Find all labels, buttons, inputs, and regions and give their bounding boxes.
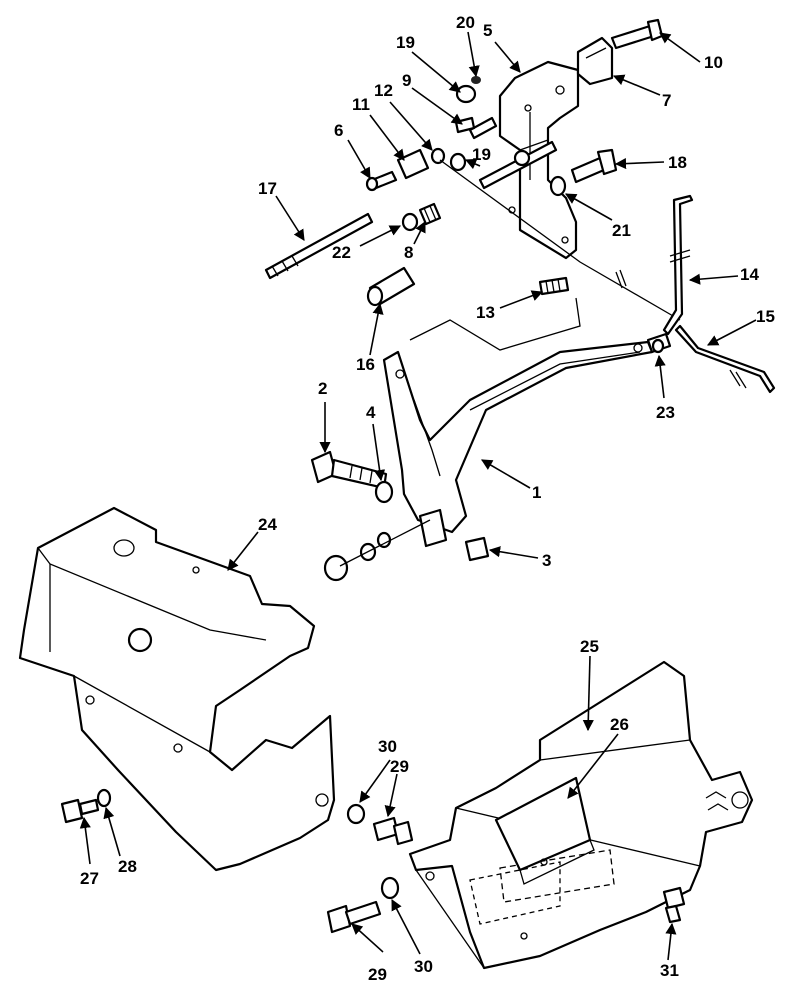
callout-23: 23: [656, 403, 675, 422]
leader-lines: [79, 31, 757, 961]
spring-clip: [576, 36, 614, 86]
callout-15: 15: [756, 307, 775, 326]
callout-30b: 30: [414, 957, 433, 976]
callout-1: 1: [532, 483, 541, 502]
callout-29b: 29: [368, 965, 387, 984]
callout-30a: 30: [378, 737, 397, 756]
callout-29a: 29: [390, 757, 409, 776]
callout-labels: 1 2 3 4 5 6 7 8 9 10 11 12 13 14 15 16 1…: [80, 13, 775, 984]
callout-3: 3: [542, 551, 551, 570]
pivot-shaft: [468, 116, 558, 190]
callout-27: 27: [80, 869, 99, 888]
callout-19b: 19: [472, 145, 491, 164]
callout-25: 25: [580, 637, 599, 656]
link-rod: [439, 159, 681, 321]
callout-18: 18: [668, 153, 687, 172]
callout-22: 22: [332, 243, 351, 262]
callout-13: 13: [476, 303, 495, 322]
callout-10: 10: [704, 53, 723, 72]
callout-12: 12: [374, 81, 393, 100]
callout-7: 7: [662, 91, 671, 110]
main-lever: [382, 297, 654, 548]
callout-28: 28: [118, 857, 137, 876]
callout-31: 31: [660, 961, 679, 980]
bolt-27: [60, 788, 112, 824]
callout-2: 2: [318, 379, 327, 398]
callout-9: 9: [402, 71, 411, 90]
bolt-31: [662, 886, 686, 924]
threaded-rod: [264, 212, 374, 280]
rod-fitting: [646, 332, 672, 354]
callout-6: 6: [334, 121, 343, 140]
pivot-bolt: [310, 450, 394, 504]
spring-and-washer: [401, 202, 442, 232]
callout-26: 26: [610, 715, 629, 734]
callout-11: 11: [352, 95, 370, 114]
control-rod-15: [674, 324, 776, 394]
lower-hardware: [323, 519, 490, 582]
callout-5: 5: [483, 21, 492, 40]
callout-21: 21: [612, 221, 631, 240]
return-spring: [538, 276, 570, 296]
callout-19a: 19: [396, 33, 415, 52]
callout-20: 20: [456, 13, 475, 32]
spacer-tube: [366, 266, 416, 307]
callout-24: 24: [258, 515, 277, 534]
decal-plate: [494, 776, 595, 885]
bolt-10: [610, 18, 664, 50]
bolt-29-lower: [326, 876, 400, 934]
callout-16: 16: [356, 355, 375, 374]
hardware-cluster: [365, 76, 481, 192]
bolt-18: [549, 148, 618, 197]
callout-17: 17: [258, 179, 277, 198]
bolt-29-upper: [346, 803, 414, 846]
callout-4: 4: [366, 403, 376, 422]
callout-8: 8: [404, 243, 413, 262]
control-rod-14: [662, 194, 694, 336]
callout-14: 14: [740, 265, 759, 284]
left-cover: [18, 506, 336, 872]
